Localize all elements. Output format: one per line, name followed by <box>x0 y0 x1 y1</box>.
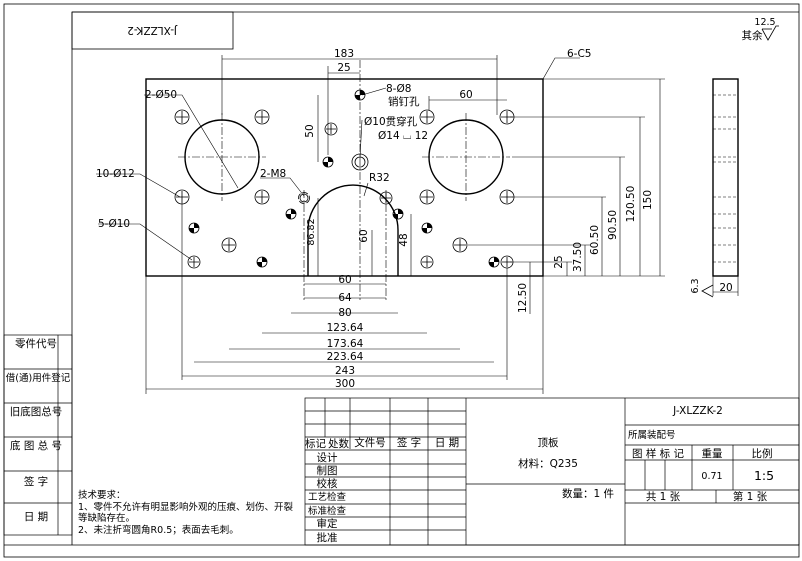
dim-side-width: 20 <box>719 282 732 294</box>
left-row-part-code: 零件代号 <box>15 338 57 350</box>
dim-48: 48 <box>398 233 410 246</box>
tb-part-name: 顶板 <box>538 436 559 449</box>
title-block: 标记 处数 文件号 签 字 日 期 设计 制图 校核 工艺检查 标准检查 审定 … <box>304 397 800 546</box>
label-big-holes: 2-Ø50 <box>145 89 177 101</box>
tb-header-qty: 处数 <box>328 437 349 450</box>
notes-line-3: 2、未注折弯圆角R0.5；表面去毛刺。 <box>78 524 239 536</box>
dim-223-64: 223.64 <box>327 351 364 363</box>
tb-row-check: 校核 <box>317 477 338 490</box>
left-row-base-drawing: 底 图 总 号 <box>10 439 62 452</box>
left-row-sign: 签 字 <box>24 475 48 488</box>
dim-243: 243 <box>335 365 355 377</box>
notes-line-1: 1、零件不允许有明显影响外观的压痕、划伤、开裂 <box>78 501 294 513</box>
dim-37-50: 37.50 <box>572 242 584 272</box>
notes-title: 技术要求： <box>78 489 126 501</box>
tb-pattern-mark: 图 样 标 记 <box>632 447 685 460</box>
label-holes-d10: 5-Ø10 <box>98 218 130 230</box>
left-row-date: 日 期 <box>24 511 48 523</box>
label-r32: R32 <box>369 172 390 184</box>
tb-row-standard: 标准检查 <box>308 505 347 517</box>
tb-quantity: 数量：1 件 <box>562 487 614 500</box>
dim-173-64: 173.64 <box>327 338 364 350</box>
dim-12-50: 12.50 <box>517 283 529 313</box>
dim-80: 80 <box>338 307 351 319</box>
roughness-other-label: 其余 <box>742 29 763 42</box>
tb-sheet-number: 第 1 张 <box>733 490 768 503</box>
dim-60-50: 60.50 <box>589 225 601 255</box>
tb-weight: 0.71 <box>701 471 722 482</box>
tb-assembly-no: 所属装配号 <box>628 429 676 441</box>
notes-line-2: 等缺陷存在。 <box>78 512 135 524</box>
technical-notes: 技术要求： 1、零件不允许有明显影响外观的压痕、划伤、开裂 等缺陷存在。 2、未… <box>78 489 294 536</box>
dim-50: 50 <box>304 124 316 137</box>
left-row-borrow: 借(通)用件登记 <box>6 372 71 384</box>
tb-scale-label: 比例 <box>752 447 773 460</box>
roughness-other-value: 12.5 <box>754 17 775 28</box>
dim-150: 150 <box>642 190 654 210</box>
dim-123-64: 123.64 <box>327 322 364 334</box>
holes-d10 <box>187 122 514 269</box>
plate-outline <box>145 78 544 277</box>
center-lines <box>303 60 387 300</box>
dim-120-50: 120.50 <box>625 186 637 223</box>
label-thru-hole: Ø10贯穿孔 <box>364 115 418 128</box>
tb-header-sign: 签 字 <box>397 436 421 449</box>
tb-header-date: 日 期 <box>435 437 459 449</box>
tb-drawing-no: J-XLZZK-2 <box>672 405 723 417</box>
dim-60-v: 60 <box>358 229 370 242</box>
tb-material: 材料：Q235 <box>518 457 578 470</box>
left-record-table: 零件代号 借(通)用件登记 旧底图总号 底 图 总 号 签 字 日 期 <box>3 334 73 536</box>
label-tap: 2-M8 <box>260 168 286 180</box>
pin-holes <box>188 89 500 268</box>
holes-d12 <box>174 109 515 253</box>
tb-row-approve: 批准 <box>317 531 338 544</box>
dim-90-50: 90.50 <box>607 210 619 240</box>
dimension-texts: 183 25 6-C5 60 50 8-Ø8 销钉孔 Ø10贯穿孔 Ø14 ⌴ … <box>96 48 654 390</box>
tb-weight-label: 重量 <box>702 447 723 460</box>
tb-header-file: 文件号 <box>354 436 386 449</box>
tb-row-process: 工艺检查 <box>308 491 347 503</box>
label-pin-holes: 8-Ø8 <box>386 83 411 95</box>
dim-60-h: 60 <box>338 274 351 286</box>
tb-row-review: 审定 <box>317 517 338 530</box>
tb-row-design: 设计 <box>317 451 338 464</box>
side-roughness-value: 6.3 <box>690 278 701 293</box>
tb-scale: 1:5 <box>754 468 774 483</box>
part-number-text: J-XLZZK-2 <box>127 24 178 36</box>
big-holes <box>178 113 510 201</box>
label-pin-holes-name: 销钉孔 <box>388 95 420 108</box>
tb-header-mark: 标记 <box>305 438 326 450</box>
tb-row-draw: 制图 <box>317 464 338 477</box>
dim-25-v: 25 <box>553 255 565 268</box>
dim-25: 25 <box>337 62 350 74</box>
label-holes-d12: 10-Ø12 <box>96 168 135 180</box>
dim-183: 183 <box>334 48 354 60</box>
part-number-box: J-XLZZK-2 <box>71 11 234 50</box>
dim-86-82: 86.82 <box>306 218 317 245</box>
roughness-other-symbol: 其余 12.5 <box>742 17 779 42</box>
dim-chamfer: 6-C5 <box>567 48 591 60</box>
dim-300: 300 <box>335 378 355 390</box>
tb-total-sheets: 共 1 张 <box>646 491 681 503</box>
dim-60-top: 60 <box>459 89 472 101</box>
dim-64: 64 <box>338 292 352 304</box>
label-counterbore: Ø14 ⌴ 12 <box>378 130 428 142</box>
left-row-old-drawing: 旧底图总号 <box>10 405 63 418</box>
dimension-lines <box>96 55 665 394</box>
side-view: 20 6.3 <box>690 78 739 298</box>
